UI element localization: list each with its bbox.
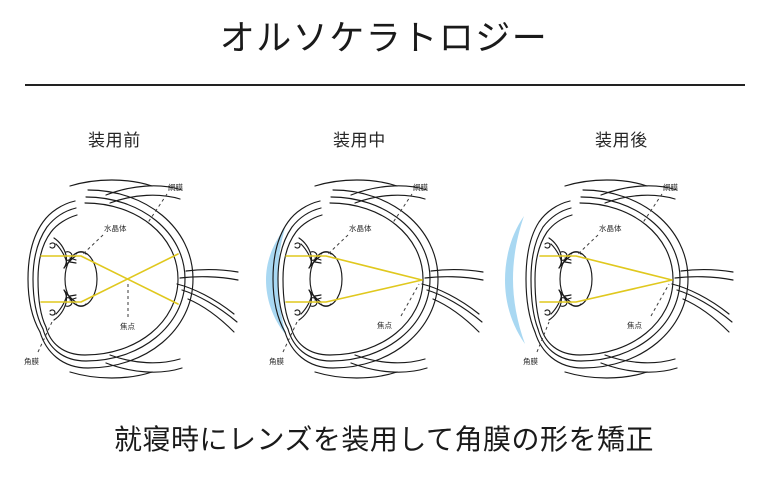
label-crystalline-lens: 水晶体 <box>599 223 622 233</box>
eye-diagram-after-wear: 網膜 水晶体 焦点 角膜 <box>505 172 755 387</box>
light-ray-path <box>40 253 179 305</box>
leader-cornea <box>536 321 550 353</box>
leader-retina <box>146 193 168 225</box>
label-retina: 網膜 <box>168 182 183 192</box>
page-title: オルソケラトロジー <box>219 19 549 58</box>
contact-lens-shape-removed <box>505 216 525 344</box>
label-retina: 網膜 <box>663 182 678 192</box>
eye-anatomy-outline <box>27 179 239 379</box>
column-heading-during-wear: 装用中 <box>333 131 386 150</box>
eye-anatomy-outline <box>272 179 484 379</box>
eye-diagram-during-wear: 網膜 水晶体 焦点 角膜 <box>255 172 505 387</box>
label-cornea: 角膜 <box>269 356 284 366</box>
label-crystalline-lens: 水晶体 <box>104 223 127 233</box>
leader-crystalline-lens <box>327 234 349 255</box>
leader-focal-point <box>400 283 420 317</box>
eye-anatomy-outline <box>525 179 734 379</box>
label-crystalline-lens: 水晶体 <box>349 223 372 233</box>
page-caption: 就寝時にレンズを装用して角膜の形を矯正 <box>113 424 655 455</box>
leader-crystalline-lens <box>577 234 599 255</box>
label-retina: 網膜 <box>413 182 428 192</box>
label-leader-lines <box>37 193 168 353</box>
label-focal-point: 焦点 <box>120 321 135 331</box>
label-focal-point: 焦点 <box>627 320 642 330</box>
leader-retina <box>391 193 413 225</box>
label-leader-lines <box>536 193 670 353</box>
eye-diagram-before-wear: 網膜 水晶体 焦点 角膜 <box>10 172 260 387</box>
label-focal-point: 焦点 <box>377 320 392 330</box>
light-ray-path <box>285 255 423 303</box>
title-divider <box>25 84 745 86</box>
label-leader-lines <box>282 193 420 353</box>
column-heading-before-wear: 装用前 <box>88 131 141 150</box>
contact-lens-shape <box>266 228 286 335</box>
leader-crystalline-lens <box>82 234 104 255</box>
light-ray-path <box>539 255 673 303</box>
label-cornea: 角膜 <box>24 356 39 366</box>
column-heading-after-wear: 装用後 <box>595 131 648 150</box>
leader-focal-point <box>650 283 670 317</box>
leader-retina <box>641 193 663 225</box>
label-cornea: 角膜 <box>523 356 538 366</box>
